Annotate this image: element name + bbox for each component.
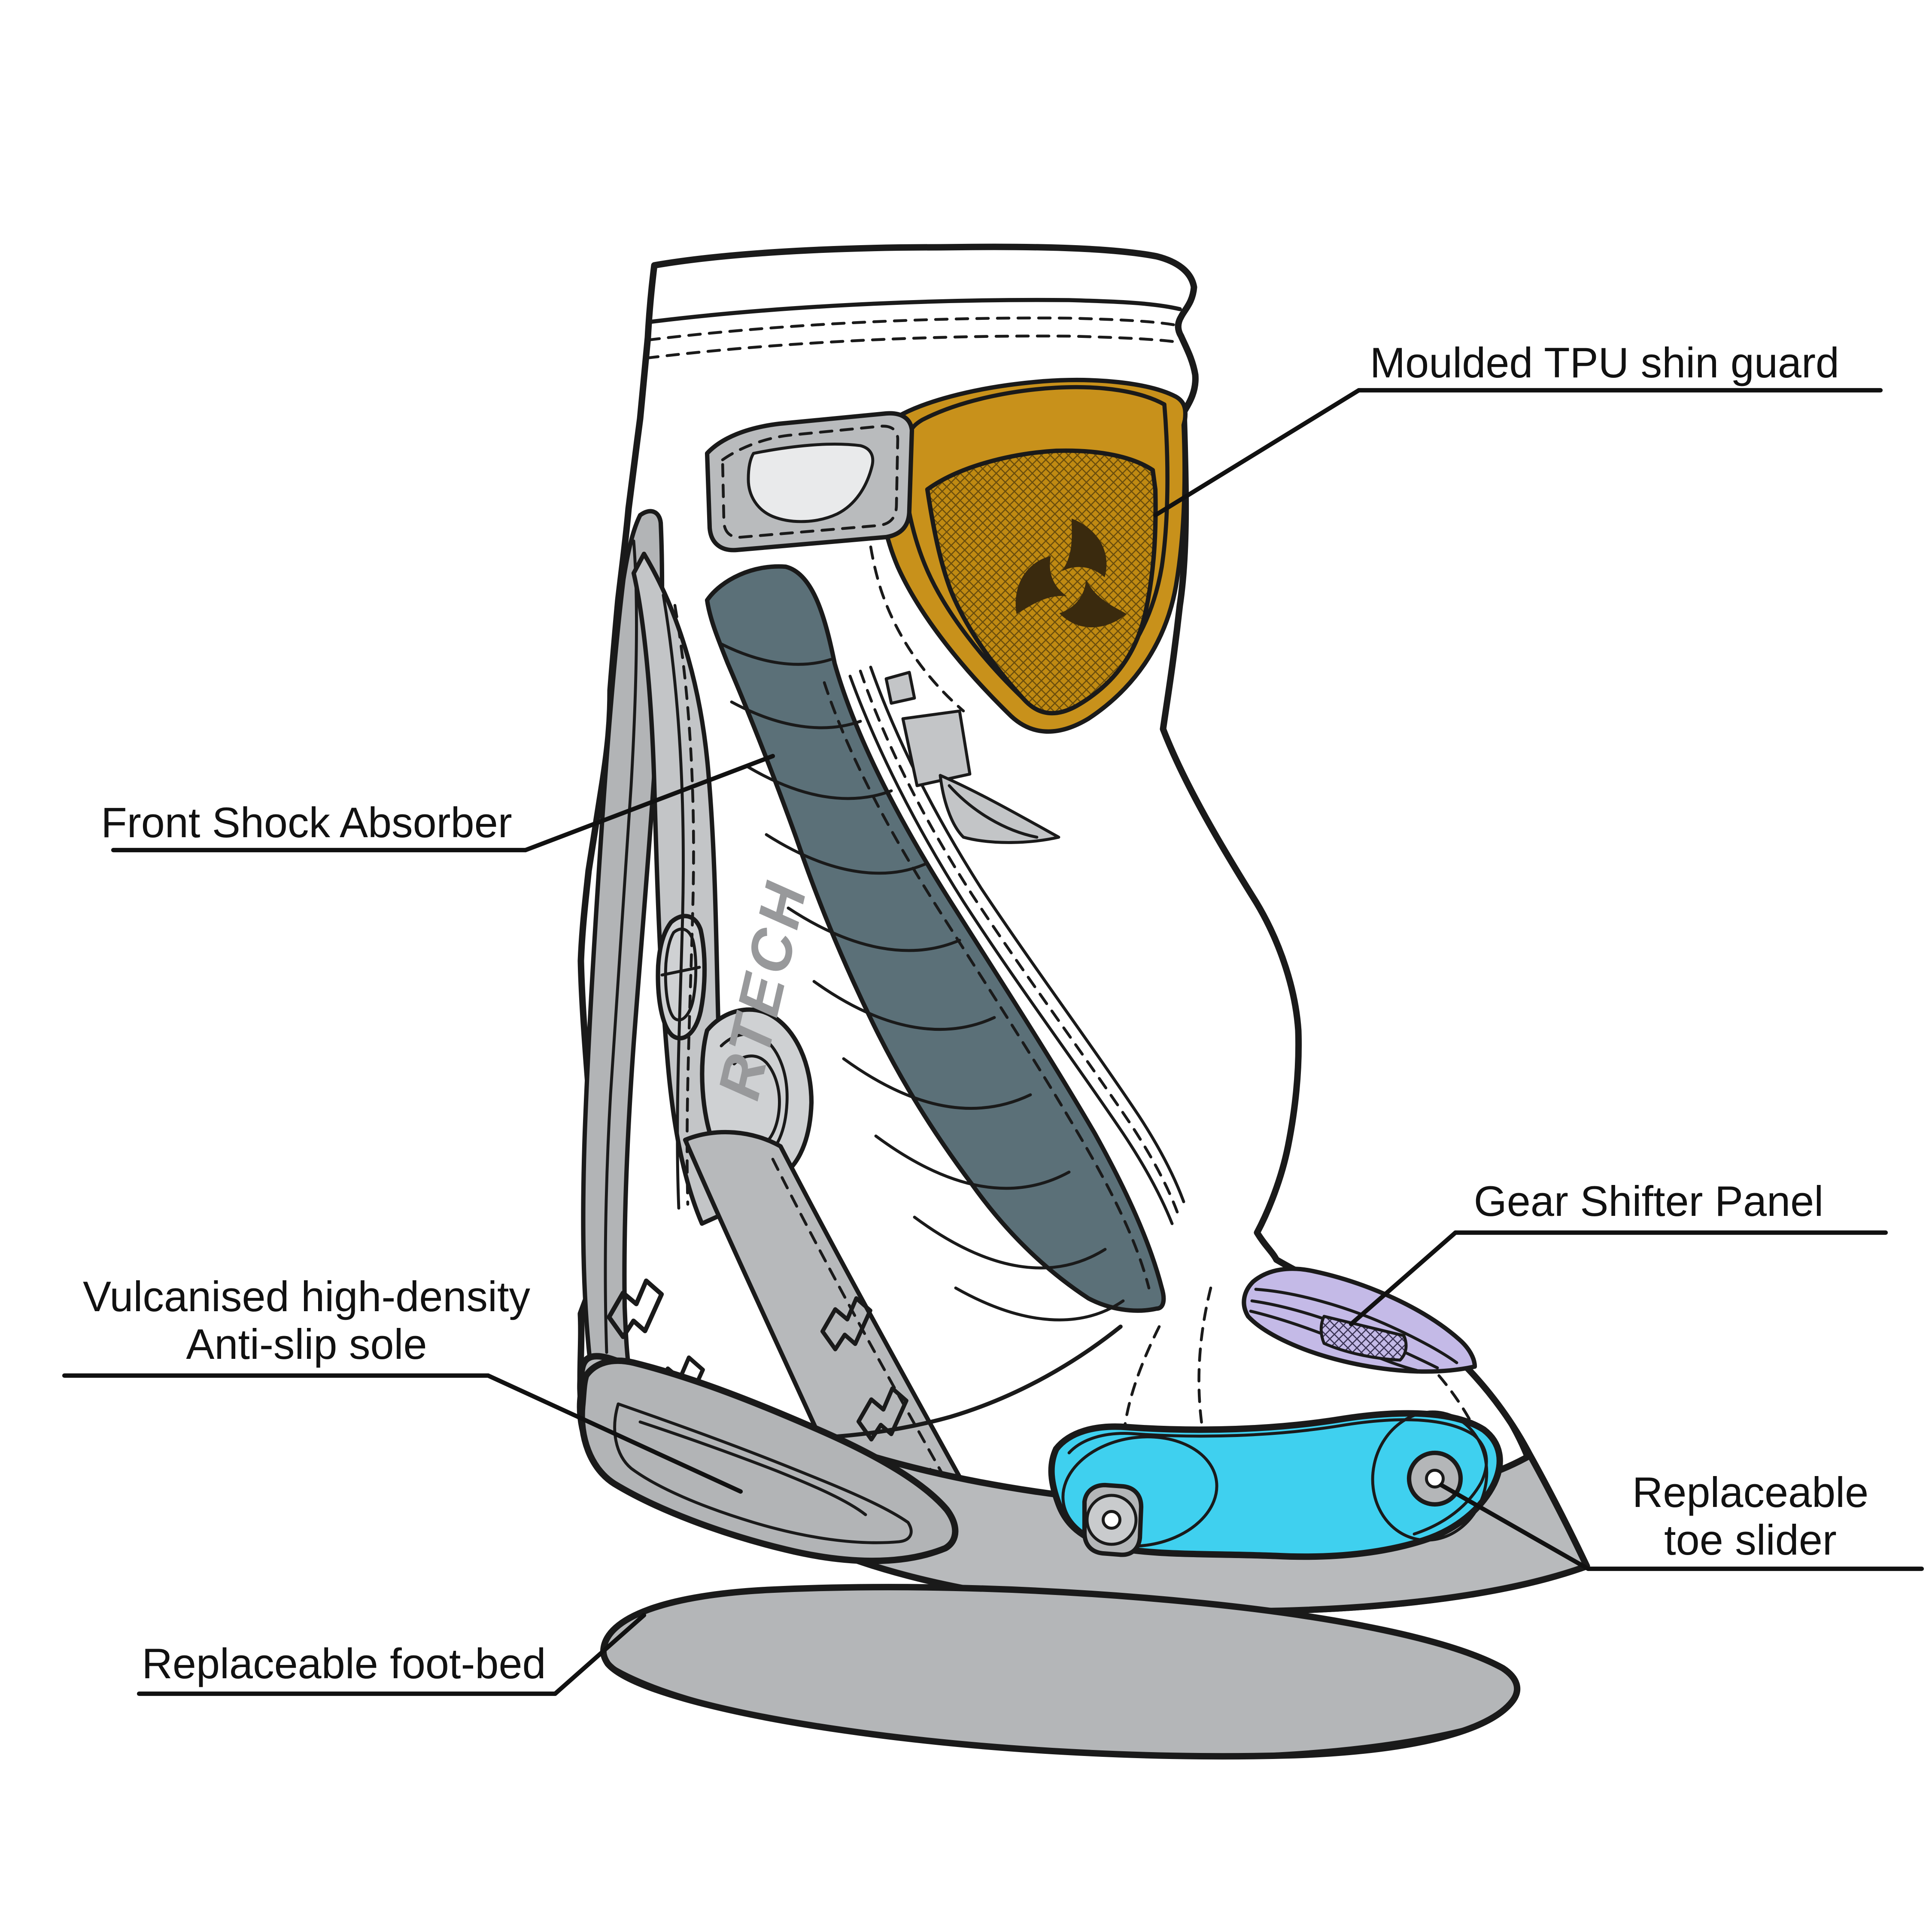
rib-line	[765, 833, 927, 875]
ankle-pad-groove	[720, 1033, 789, 1160]
vent-sail-inner-line	[948, 784, 1039, 839]
heel-wedge-groove-inner	[638, 1420, 867, 1516]
label-toe-slider-line2: toe slider	[1664, 1516, 1837, 1564]
leader-footbed	[553, 1613, 647, 1696]
leader-toe-slider	[1439, 1482, 1591, 1571]
shin-vents	[884, 671, 1060, 844]
shin-guard	[878, 378, 1188, 734]
cuff-patch-inner	[747, 443, 875, 523]
toe-slider-right-pod	[1371, 1410, 1488, 1542]
collar-stitch-upper	[646, 316, 1182, 342]
ankle-seam	[822, 1324, 1123, 1440]
leader-sole	[486, 1373, 743, 1494]
shock-absorber-stitch	[823, 681, 1151, 1290]
callout-footbed: Replaceable foot-bed	[137, 1613, 647, 1696]
rib-line	[842, 1057, 1032, 1110]
boot-illustration: RTECH	[577, 243, 1590, 1760]
heel-band-stitch	[771, 1157, 950, 1485]
toe-slider-right-bolt-hole	[1425, 1469, 1445, 1488]
label-sole-line1: Vulcanised high-density	[83, 1273, 530, 1320]
gear-shifter-ridge	[1254, 1288, 1458, 1364]
foot-stitch-b	[1197, 1286, 1212, 1442]
leader-shin-guard	[1153, 388, 1361, 518]
gear-shifter-panel	[1242, 1267, 1477, 1374]
rib-line	[954, 1286, 1125, 1321]
toe-slider-left-bolt-hole	[1102, 1510, 1121, 1530]
vent-small	[884, 671, 916, 705]
rib-line	[745, 765, 893, 800]
shaft-seam-stitch	[673, 604, 695, 1206]
label-gear-shifter: Gear Shifter Panel	[1474, 1177, 1823, 1225]
rear-support-column-inner-line	[604, 539, 638, 1354]
callout-shock-absorber: Front Shock Absorber	[101, 753, 775, 853]
gear-shifter-mesh	[1319, 1315, 1408, 1362]
footbed-thickness-line	[606, 1662, 1481, 1758]
rib-line	[787, 906, 961, 952]
label-shin-guard: Moulded TPU shin guard	[1370, 339, 1839, 386]
collar-seam	[647, 298, 1182, 324]
callout-gear-shifter: Gear Shifter Panel	[1349, 1177, 1888, 1327]
shin-seam-stitch	[859, 669, 1179, 1214]
heel-sole-wedge	[578, 1357, 959, 1564]
toe-slider-left-pod	[1061, 1435, 1218, 1548]
collar-stitch-lower	[645, 334, 1183, 360]
rib-line	[913, 1215, 1107, 1270]
callout-shin-guard: Moulded TPU shin guard	[1153, 339, 1883, 518]
footbed	[600, 1584, 1521, 1760]
leader-gear-shifter	[1349, 1230, 1458, 1327]
gear-shifter-body	[1242, 1267, 1477, 1374]
rib-line	[874, 1134, 1071, 1190]
vent-trapezoid	[901, 709, 972, 787]
cuff-patch-stitch	[721, 425, 899, 539]
toe-slider	[1048, 1410, 1503, 1560]
shin-seam-a	[848, 674, 1174, 1225]
label-sole-line2: Anti-slip sole	[186, 1320, 427, 1368]
shaft-seam	[662, 593, 685, 1210]
label-footbed: Replaceable foot-bed	[142, 1640, 546, 1687]
leader-shock-absorber	[523, 753, 775, 853]
shock-absorber-ribs	[720, 642, 1125, 1321]
toe-slider-inner-line	[1067, 1418, 1488, 1536]
rib-line	[730, 700, 862, 729]
heel-wedge-groove-outer	[613, 1402, 913, 1544]
rib-line	[812, 980, 996, 1031]
rib-line	[720, 642, 832, 666]
callout-toe-slider: Replaceable toe slider	[1439, 1468, 1924, 1571]
shin-guard-mid-line	[902, 385, 1170, 712]
callout-sole: Vulcanised high-density Anti-slip sole	[62, 1273, 743, 1494]
ankle-pad-groove	[732, 1054, 781, 1147]
cuff-patch	[705, 411, 914, 553]
label-shock-absorber: Front Shock Absorber	[101, 799, 512, 846]
vent-sail	[939, 774, 1060, 844]
callouts: Moulded TPU shin guard Front Shock Absor…	[62, 339, 1924, 1696]
shock-absorber-band	[705, 564, 1166, 1321]
label-toe-slider-line1: Replaceable	[1632, 1468, 1868, 1516]
